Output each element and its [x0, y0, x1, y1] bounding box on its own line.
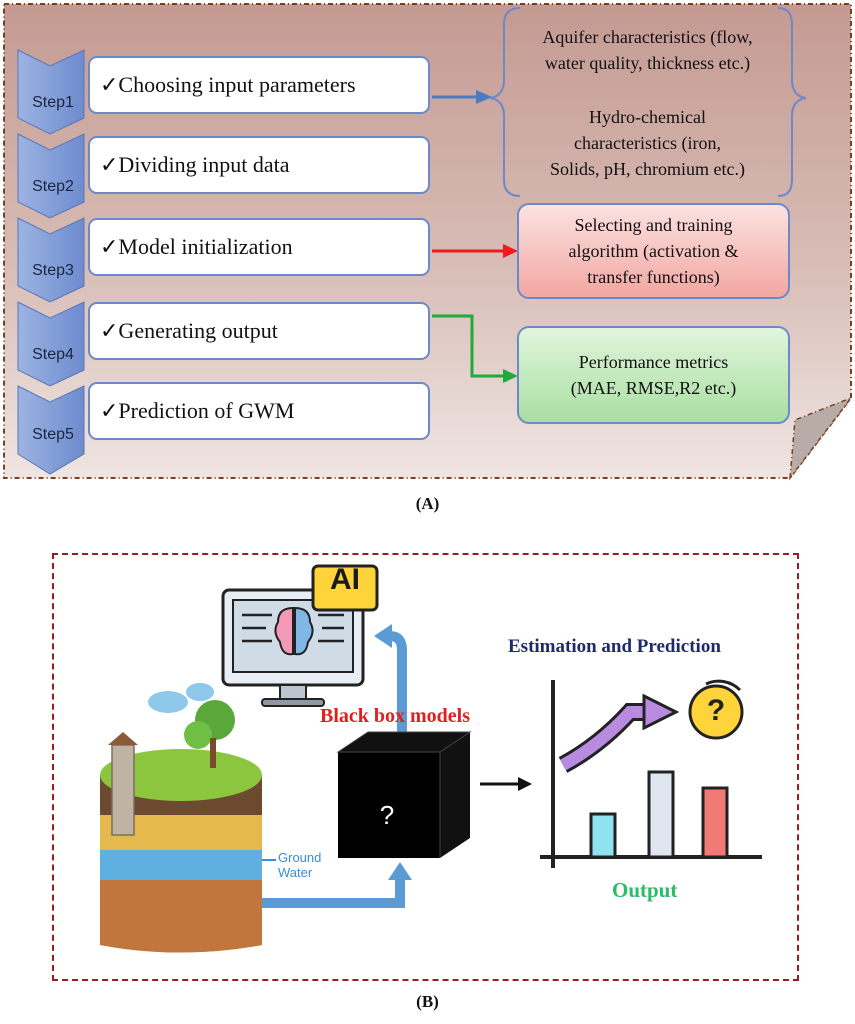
- step4-label: Step4: [32, 346, 74, 363]
- up-arrow: [374, 624, 407, 735]
- metrics-line-1: Performance metrics: [578, 352, 729, 372]
- groundwater-line-2: Water: [278, 865, 313, 880]
- step2-label: Step2: [32, 178, 74, 195]
- metrics-line-2: (MAE, RMSE,R2 etc.): [570, 378, 737, 398]
- cube-question-mark: ?: [379, 800, 395, 830]
- step4-box: ✓Generating output: [88, 302, 430, 360]
- performance-metrics-box: Performance metrics (MAE, RMSE,R2 etc.): [517, 326, 790, 424]
- panel-b-frame: [52, 553, 799, 981]
- step3-box: ✓Model initialization: [88, 218, 430, 276]
- cube-to-chart-arrow: [480, 777, 532, 791]
- folded-corner: [789, 396, 854, 481]
- step1-box: ✓Choosing input parameters: [88, 56, 430, 114]
- groundwater-landscape-icon: [100, 683, 262, 953]
- ai-badge: [311, 564, 379, 612]
- input-brace: [489, 7, 807, 197]
- black-box-models-label: Black box models: [320, 705, 471, 727]
- algorithm-box: Selecting and training algorithm (activa…: [517, 203, 790, 299]
- aquifer-characteristics: Aquifer characteristics (flow, water qua…: [505, 24, 790, 76]
- aquifer-line-1: Aquifer characteristics (flow,: [542, 27, 753, 47]
- ai-badge-text: AI: [330, 563, 360, 596]
- step3-label: Step3: [32, 262, 74, 279]
- computer-brain-icon: [221, 588, 365, 707]
- aquifer-line-2: water quality, thickness etc.): [544, 53, 751, 73]
- step1-label: Step1: [32, 94, 74, 111]
- chart-question-mark: ?: [706, 694, 726, 727]
- hydro-line-2: characteristics (iron,: [574, 133, 721, 153]
- caption-b: (B): [416, 992, 439, 1011]
- step1-arrow: [432, 90, 492, 104]
- step5-label: Step5: [32, 426, 74, 443]
- step3-arrow: [432, 244, 518, 258]
- groundwater-arrow: [262, 859, 412, 908]
- output-label: Output: [612, 878, 678, 902]
- algorithm-line-3: transfer functions): [587, 267, 720, 287]
- step-chevrons: [17, 49, 85, 475]
- caption-a: (A): [415, 494, 440, 513]
- algorithm-line-1: Selecting and training: [574, 215, 733, 235]
- groundwater-line-1: Ground: [278, 850, 322, 865]
- black-box-cube-icon: [336, 731, 472, 858]
- hydro-chemical-characteristics: Hydro-chemical characteristics (iron, So…: [505, 104, 790, 182]
- step2-box: ✓Dividing input data: [88, 136, 430, 194]
- step5-box: ✓Prediction of GWM: [88, 382, 430, 440]
- step4-arrow: [432, 314, 518, 383]
- output-chart-icon: [540, 679, 762, 868]
- panel-b-illustration: [100, 564, 762, 953]
- hydro-line-1: Hydro-chemical: [589, 107, 706, 127]
- estimation-prediction-label: Estimation and Prediction: [508, 636, 721, 657]
- hydro-line-3: Solids, pH, chromium etc.): [550, 159, 745, 179]
- algorithm-line-2: algorithm (activation &: [568, 241, 739, 261]
- groundwater-label: Ground Water: [278, 850, 321, 880]
